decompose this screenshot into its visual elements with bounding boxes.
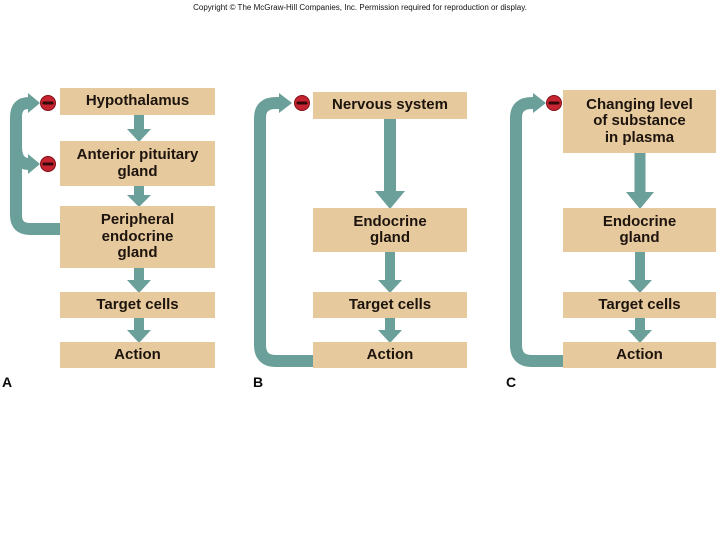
box-target-cells-b: Target cells <box>313 292 467 318</box>
box-anterior-pituitary-gland: Anterior pituitary gland <box>60 141 215 186</box>
column-label-c: C <box>506 374 517 390</box>
minus-feedback-icon <box>40 156 56 172</box>
box-peripheral-endocrine-gland: Peripheral endocrine gland <box>60 206 215 268</box>
box-action-a: Action <box>60 342 215 368</box>
box-action-b: Action <box>313 342 467 368</box>
flow-arrows-b <box>375 119 405 343</box>
feedback-arrowhead-icon <box>28 93 40 113</box>
minus-feedback-icon <box>546 95 562 111</box>
box-changing-level-plasma: Changing level of substance in plasma <box>563 90 716 153</box>
feedback-loop-a <box>10 93 62 235</box>
column-label-b: B <box>253 374 264 390</box>
box-endocrine-gland-b: Endocrine gland <box>313 208 467 252</box>
column-label-a: A <box>2 374 13 390</box>
feedback-loop-b <box>254 93 313 367</box>
box-action-c: Action <box>563 342 716 368</box>
minus-feedback-icon <box>294 95 310 111</box>
flow-arrows-c <box>626 153 654 343</box>
box-target-cells-a: Target cells <box>60 292 215 318</box>
feedback-arrowhead-icon <box>279 93 292 113</box>
feedback-arrowhead-icon <box>28 154 40 174</box>
box-target-cells-c: Target cells <box>563 292 716 318</box>
copyright-text: Copyright © The McGraw-Hill Companies, I… <box>193 3 527 12</box>
box-endocrine-gland-c: Endocrine gland <box>563 208 716 252</box>
flow-arrows-a <box>127 115 151 343</box>
feedback-arrowhead-icon <box>533 93 546 113</box>
box-nervous-system: Nervous system <box>313 92 467 119</box>
box-hypothalamus: Hypothalamus <box>60 88 215 115</box>
minus-feedback-icon <box>40 95 56 111</box>
feedback-loop-c <box>510 93 563 367</box>
